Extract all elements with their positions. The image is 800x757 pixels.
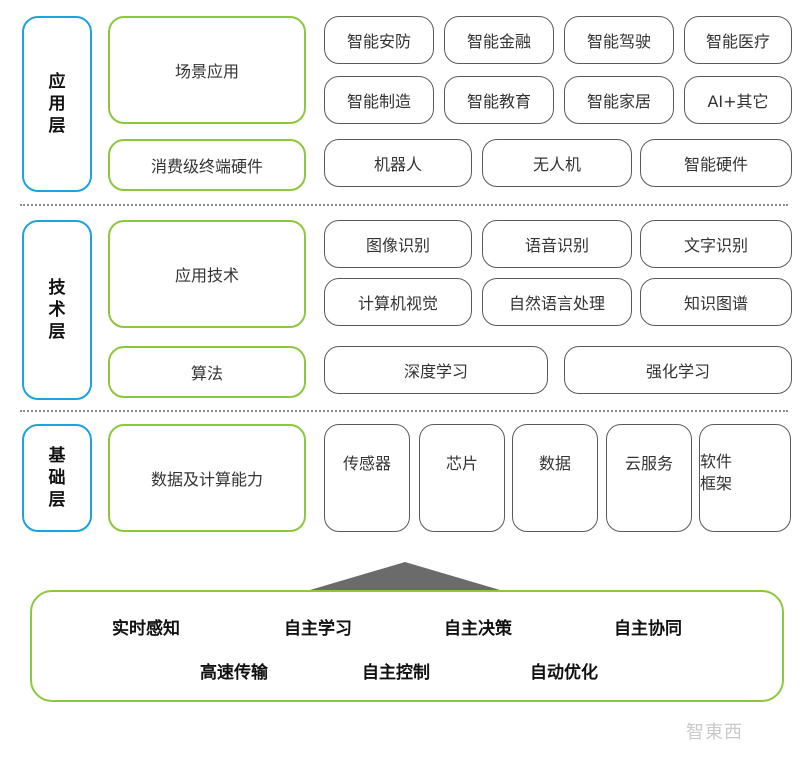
layer-foundation: 基 础 层 (22, 424, 92, 532)
foundation-item: 云服务 (606, 424, 692, 532)
capability-label: 自动优化 (530, 663, 598, 683)
capability-label: 自主学习 (284, 619, 352, 639)
capability-label: 自主协同 (614, 619, 682, 639)
tech-item: 自然语言处理 (482, 278, 632, 326)
capability-label: 实时感知 (112, 619, 180, 639)
watermark-logo: 智東西 (686, 722, 743, 743)
scenario-item: AI+其它 (684, 76, 792, 124)
tech-item: 语音识别 (482, 220, 632, 268)
scenario-item: 智能制造 (324, 76, 434, 124)
scenario-item: 智能医疗 (684, 16, 792, 64)
layer-label-char: 技 (48, 278, 66, 298)
hardware-item: 无人机 (482, 139, 632, 187)
capability-label: 自主控制 (362, 663, 430, 683)
scenario-item: 智能安防 (324, 16, 434, 64)
layer-label-char: 应 (48, 72, 66, 92)
capabilities-box (30, 590, 784, 702)
tech-item: 图像识别 (324, 220, 472, 268)
capability-label: 高速传输 (200, 663, 268, 683)
layer-divider (20, 410, 788, 412)
capability-label: 自主决策 (444, 619, 512, 639)
foundation-item: 传感器 (324, 424, 410, 532)
layer-label-char: 础 (48, 468, 66, 488)
scenario-application-box: 场景应用 (108, 16, 306, 124)
layer-label-char: 用 (48, 94, 66, 114)
data-compute-box: 数据及计算能力 (108, 424, 306, 532)
algorithm-item: 深度学习 (324, 346, 548, 394)
foundation-item-line: 软件 (700, 452, 733, 471)
hardware-item: 机器人 (324, 139, 472, 187)
layer-divider (20, 204, 788, 206)
hardware-item: 智能硬件 (640, 139, 792, 187)
layer-technology: 技 术 层 (22, 220, 92, 400)
layer-label-char: 基 (48, 446, 66, 466)
layer-application: 应 用 层 (22, 16, 92, 192)
layer-label-char: 层 (48, 116, 66, 136)
layer-label-char: 层 (48, 490, 66, 510)
foundation-item-line: 框架 (700, 474, 733, 493)
foundation-item: 软件 框架 (699, 424, 791, 532)
layer-label-char: 术 (48, 300, 66, 320)
scenario-item: 智能金融 (444, 16, 554, 64)
pointer-triangle (310, 562, 500, 590)
algorithm-box: 算法 (108, 346, 306, 398)
scenario-item: 智能教育 (444, 76, 554, 124)
tech-item: 知识图谱 (640, 278, 792, 326)
consumer-hardware-box: 消费级终端硬件 (108, 139, 306, 191)
tech-item: 计算机视觉 (324, 278, 472, 326)
scenario-item: 智能家居 (564, 76, 674, 124)
algorithm-item: 强化学习 (564, 346, 792, 394)
foundation-item: 芯片 (419, 424, 505, 532)
tech-item: 文字识别 (640, 220, 792, 268)
applied-technology-box: 应用技术 (108, 220, 306, 328)
scenario-item: 智能驾驶 (564, 16, 674, 64)
layer-label-char: 层 (48, 322, 66, 342)
foundation-item: 数据 (512, 424, 598, 532)
